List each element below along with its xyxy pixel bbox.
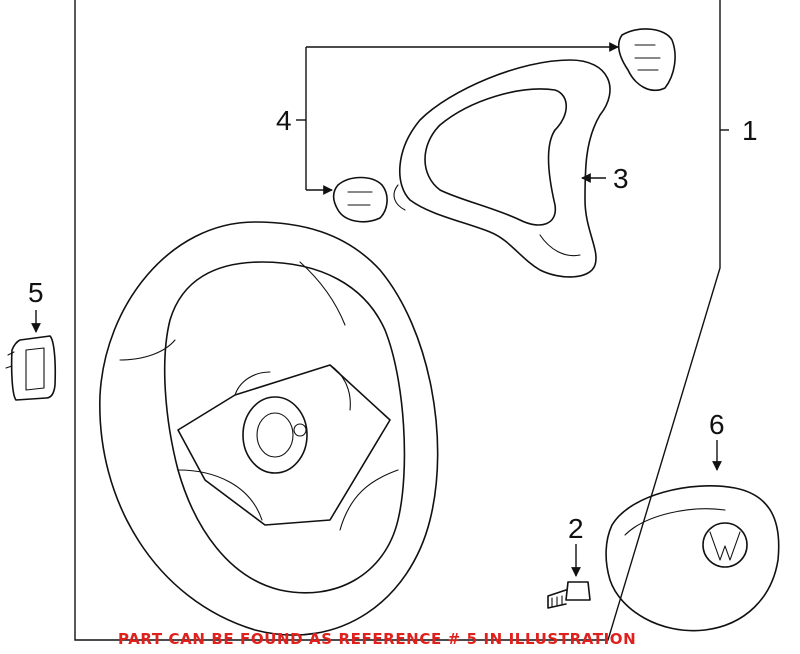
callout-1: 1 <box>742 115 758 146</box>
leader-lines <box>31 42 729 577</box>
switch-left <box>332 176 388 223</box>
assembly-frame <box>74 0 721 641</box>
bolt <box>547 581 591 609</box>
reference-caption: PART CAN BE FOUND AS REFERENCE # 5 IN IL… <box>118 630 636 648</box>
callout-2: 2 <box>568 513 584 544</box>
callout-6: 6 <box>709 409 725 440</box>
airbag-module <box>605 485 780 632</box>
callout-3: 3 <box>613 163 629 194</box>
brand-logo-icon <box>702 522 748 568</box>
steering-wheel <box>99 221 439 636</box>
trim-cover <box>393 59 611 278</box>
switch-right <box>617 28 676 92</box>
callout-4: 4 <box>276 105 292 136</box>
side-panel <box>5 335 57 401</box>
callout-5: 5 <box>28 277 44 308</box>
